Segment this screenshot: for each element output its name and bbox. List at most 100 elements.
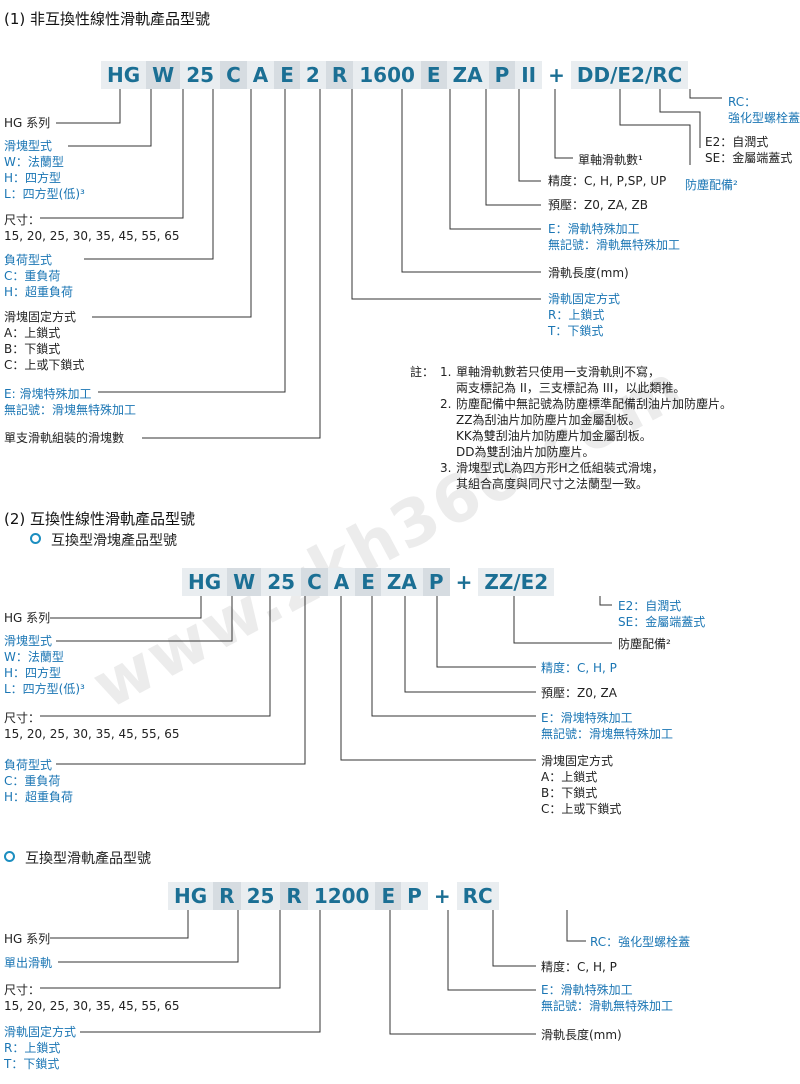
- label-line: B：下鎖式: [541, 786, 598, 800]
- note-row: 其組合高度與同尺寸之法蘭型一致。: [410, 476, 732, 492]
- section2-leaders: [40, 596, 612, 765]
- note-text: 其組合高度與同尺寸之法蘭型一致。: [456, 477, 649, 491]
- label-line: R：上鎖式: [548, 308, 605, 322]
- section1-title: (1) 非互換性線性滑軌產品型號: [4, 10, 211, 28]
- bullet-icon: [4, 851, 15, 862]
- code-segment: W: [146, 61, 181, 89]
- s3-hg-series: HG 系列: [4, 932, 51, 946]
- label-line: E：滑塊特殊加工: [541, 711, 633, 725]
- code-segment: E: [375, 882, 402, 910]
- code-segment: RC: [456, 882, 499, 910]
- label-line: W：法蘭型: [4, 650, 64, 664]
- note-row: ZZ為刮油片加防塵片加金屬刮板。: [410, 412, 732, 428]
- label-line: T：下鎖式: [548, 324, 604, 338]
- section2-title: (2) 互換性線性滑軌產品型號: [4, 510, 196, 528]
- code-segment: E: [274, 61, 300, 89]
- note-number: 2.: [440, 397, 452, 411]
- code-segment: R: [280, 882, 308, 910]
- s1-block-special: E: 滑塊特殊加工無記號：滑塊無特殊加工: [4, 386, 136, 418]
- label-line: RC：: [728, 95, 757, 109]
- code-segment: W: [227, 568, 262, 596]
- s1-notes: 註：1.單軸滑軌數若只使用一支滑軌則不寫，兩支標記為 II，三支標記為 III，…: [410, 364, 732, 492]
- note-text: 兩支標記為 II，三支標記為 III，以此類推。: [456, 381, 686, 395]
- code-segment: P: [488, 61, 516, 89]
- label-line: E2：自潤式: [618, 599, 682, 613]
- note-row: 註：1.單軸滑軌數若只使用一支滑軌則不寫，: [410, 364, 732, 380]
- label-line: 15, 20, 25, 30, 35, 45, 55, 65: [4, 229, 180, 243]
- code-segment: 1200: [307, 882, 376, 910]
- note-label: 註：: [410, 365, 435, 379]
- s1-rail-special: E：滑軌特殊加工無記號：滑軌無特殊加工: [548, 221, 680, 253]
- note-row: 2. 防塵配備中無記號為防塵標準配備刮油片加防塵片。: [410, 396, 732, 412]
- note-number: 3.: [440, 461, 452, 475]
- s2-e2: E2：自潤式 SE：金屬端蓋式: [618, 598, 705, 630]
- code-segment: ZA: [380, 568, 423, 596]
- label-line: C：上或下鎖式: [541, 802, 622, 816]
- note-text: 防塵配備中無記號為防塵標準配備刮油片加防塵片。: [456, 397, 733, 411]
- label-line: W：法蘭型: [4, 155, 64, 169]
- label-line: 滑塊型式: [4, 139, 53, 153]
- code-segment: +: [542, 61, 571, 89]
- label-line: 滑塊型式: [4, 634, 53, 648]
- section2-subtitle: 互換型滑塊產品型號: [30, 530, 177, 550]
- section1-leaders: [40, 89, 722, 439]
- note-row: 3.滑塊型式L為四方形H之低組裝式滑塊，: [410, 460, 732, 476]
- code-segment: ZZ/E2: [478, 568, 555, 596]
- s2-dust: 防塵配備²: [618, 637, 671, 651]
- s2-size: 尺寸： 15, 20, 25, 30, 35, 45, 55, 65: [4, 710, 180, 742]
- label-line: A：上鎖式: [541, 770, 598, 784]
- code-segment: 25: [261, 568, 302, 596]
- s3-rail-length: 滑軌長度(mm): [541, 1028, 622, 1042]
- code-segment: P: [401, 882, 428, 910]
- s2-block-type: 滑塊型式 W：法蘭型 H：四方型 L：四方型(低)³: [4, 633, 85, 697]
- label-line: 無記號：滑軌無特殊加工: [548, 238, 681, 252]
- code-segment: 1600: [353, 61, 421, 89]
- label-line: C：重負荷: [4, 774, 61, 788]
- note-row: DD為雙刮油片加防塵片。: [410, 444, 732, 460]
- code-segment: C: [301, 568, 328, 596]
- code-segment: E: [420, 61, 447, 89]
- note-row: 兩支標記為 II，三支標記為 III，以此類推。: [410, 380, 732, 396]
- section3-subtitle: 互換型滑軌產品型號: [4, 848, 151, 868]
- s2-hg-series: HG 系列: [4, 611, 51, 625]
- code-segment: HG: [101, 61, 147, 89]
- label-line: 滑塊固定方式: [4, 310, 77, 324]
- code-segment: A: [246, 61, 275, 89]
- code-segment: A: [327, 568, 356, 596]
- s1-block-qty: 單支滑軌組裝的滑塊數: [4, 431, 125, 445]
- label-line: 無記號：滑軌無特殊加工: [541, 999, 674, 1013]
- s1-preload: 預壓：Z0, ZA, ZB: [548, 198, 648, 212]
- label-line: E2：自潤式: [705, 135, 769, 149]
- label-line: E：滑軌特殊加工: [541, 983, 633, 997]
- s1-hg-series: HG 系列: [4, 116, 51, 130]
- label-line: E: 滑塊特殊加工: [4, 387, 92, 401]
- code-segment: ZA: [446, 61, 489, 89]
- code-segment: R: [325, 61, 354, 89]
- label-line: 尺寸：: [4, 711, 41, 725]
- label-line: H：四方型: [4, 171, 62, 185]
- s1-rail-count: 單軸滑軌數¹: [578, 153, 643, 167]
- s1-rail-length: 滑軌長度(mm): [548, 266, 629, 280]
- s1-precision: 精度：C, H, P,SP, UP: [548, 174, 667, 188]
- label-line: L：四方型(低)³: [4, 682, 85, 696]
- label-line: 15, 20, 25, 30, 35, 45, 55, 65: [4, 727, 180, 741]
- label-line: C：上或下鎖式: [4, 358, 85, 372]
- label-line: H：四方型: [4, 666, 62, 680]
- code-segment: +: [449, 568, 479, 596]
- code-segment: 25: [240, 882, 281, 910]
- code-segment: DD/E2/RC: [570, 61, 689, 89]
- label-line: C：重負荷: [4, 269, 61, 283]
- label-line: 15, 20, 25, 30, 35, 45, 55, 65: [4, 999, 180, 1013]
- label-line: SE：金屬端蓋式: [618, 615, 706, 629]
- s3-single-rail: 單出滑軌: [4, 956, 53, 970]
- s2-block-special: E：滑塊特殊加工無記號：滑塊無特殊加工: [541, 710, 673, 742]
- code-segment: II: [515, 61, 543, 89]
- note-number: 1.: [440, 365, 452, 379]
